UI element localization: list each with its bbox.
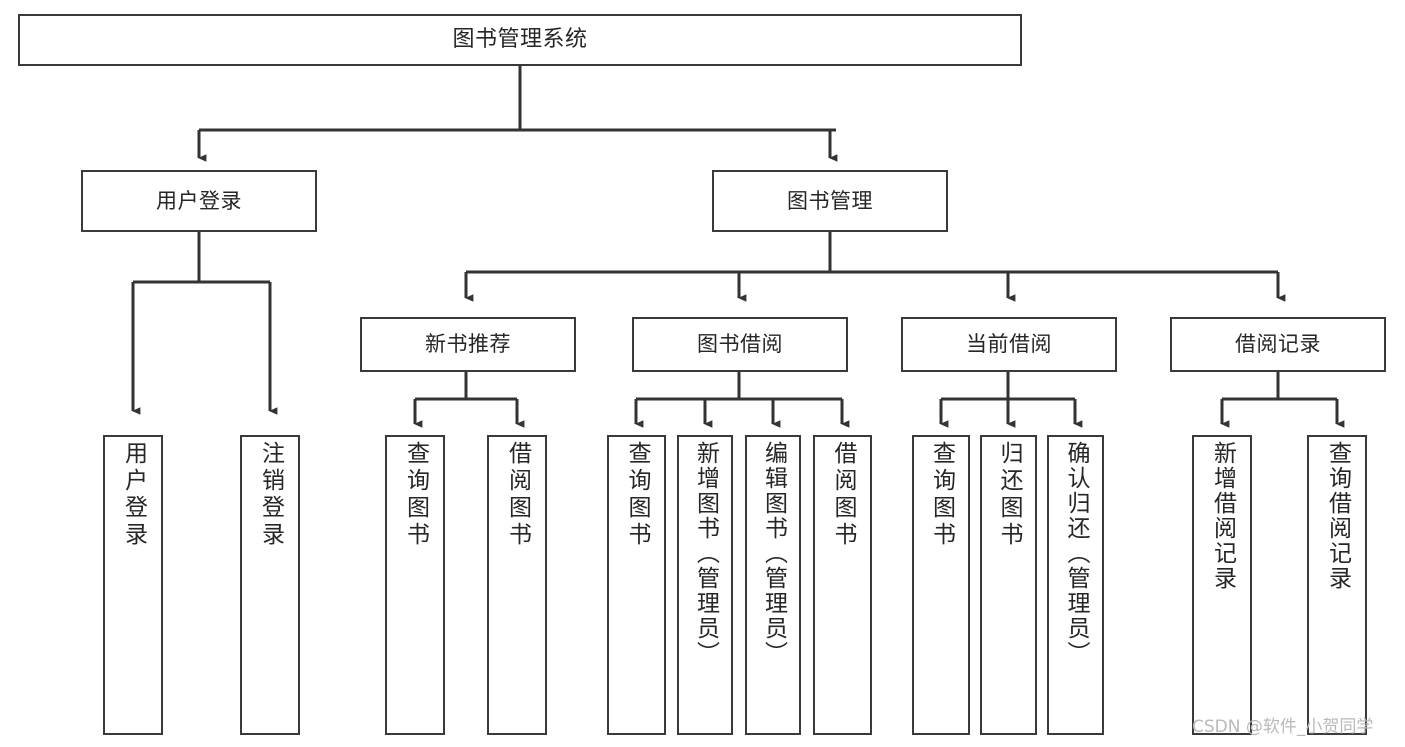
node-leaf-query-book-recommend[interactable]: 查询图书	[385, 435, 445, 735]
node-label: 用户登录	[156, 188, 242, 213]
node-leaf-confirm-return-admin[interactable]: 确认归还（管理员）	[1047, 435, 1104, 735]
node-leaf-logout-login[interactable]: 注销登录	[240, 435, 300, 735]
node-label: 新增借阅记录	[1209, 441, 1236, 591]
node-label: 查询图书	[624, 441, 650, 549]
node-leaf-add-book-admin[interactable]: 新增图书（管理员）	[677, 435, 733, 735]
node-leaf-query-book-current[interactable]: 查询图书	[912, 435, 970, 735]
node-borrow-record[interactable]: 借阅记录	[1170, 317, 1386, 372]
node-label: 查询图书	[928, 441, 955, 549]
node-book-management[interactable]: 图书管理	[712, 170, 948, 232]
node-leaf-query-book-borrow[interactable]: 查询图书	[607, 435, 666, 735]
node-label: 图书管理系统	[452, 27, 588, 53]
node-new-book-recommend[interactable]: 新书推荐	[360, 317, 576, 372]
node-leaf-add-borrow-record[interactable]: 新增借阅记录	[1192, 435, 1252, 735]
node-leaf-user-login[interactable]: 用户登录	[103, 435, 163, 735]
node-current-borrow[interactable]: 当前借阅	[901, 317, 1117, 372]
node-label: 归还图书	[996, 441, 1022, 549]
node-user-login[interactable]: 用户登录	[81, 170, 317, 232]
node-label: 当前借阅	[966, 332, 1052, 357]
node-leaf-borrow-book-recommend[interactable]: 借阅图书	[487, 435, 547, 735]
node-label: 图书管理	[787, 188, 873, 213]
node-book-borrow[interactable]: 图书借阅	[632, 317, 848, 372]
node-label: 查询图书	[402, 441, 429, 549]
node-label: 注销登录	[257, 441, 284, 549]
node-label: 编辑图书（管理员）	[760, 441, 787, 666]
node-label: 借阅图书	[504, 441, 531, 549]
node-root-library-management-system[interactable]: 图书管理系统	[18, 14, 1022, 66]
node-label: 借阅图书	[830, 441, 856, 549]
node-label: 确认归还（管理员）	[1063, 441, 1089, 666]
node-leaf-edit-book-admin[interactable]: 编辑图书（管理员）	[745, 435, 801, 735]
node-leaf-query-borrow-record[interactable]: 查询借阅记录	[1307, 435, 1367, 735]
node-leaf-return-book[interactable]: 归还图书	[980, 435, 1037, 735]
node-label: 新书推荐	[425, 332, 511, 357]
node-label: 查询借阅记录	[1324, 441, 1351, 591]
node-label: 用户登录	[120, 441, 147, 549]
node-label: 借阅记录	[1235, 332, 1321, 357]
node-label: 新增图书（管理员）	[692, 441, 719, 666]
node-label: 图书借阅	[697, 332, 783, 357]
node-leaf-borrow-book[interactable]: 借阅图书	[813, 435, 872, 735]
